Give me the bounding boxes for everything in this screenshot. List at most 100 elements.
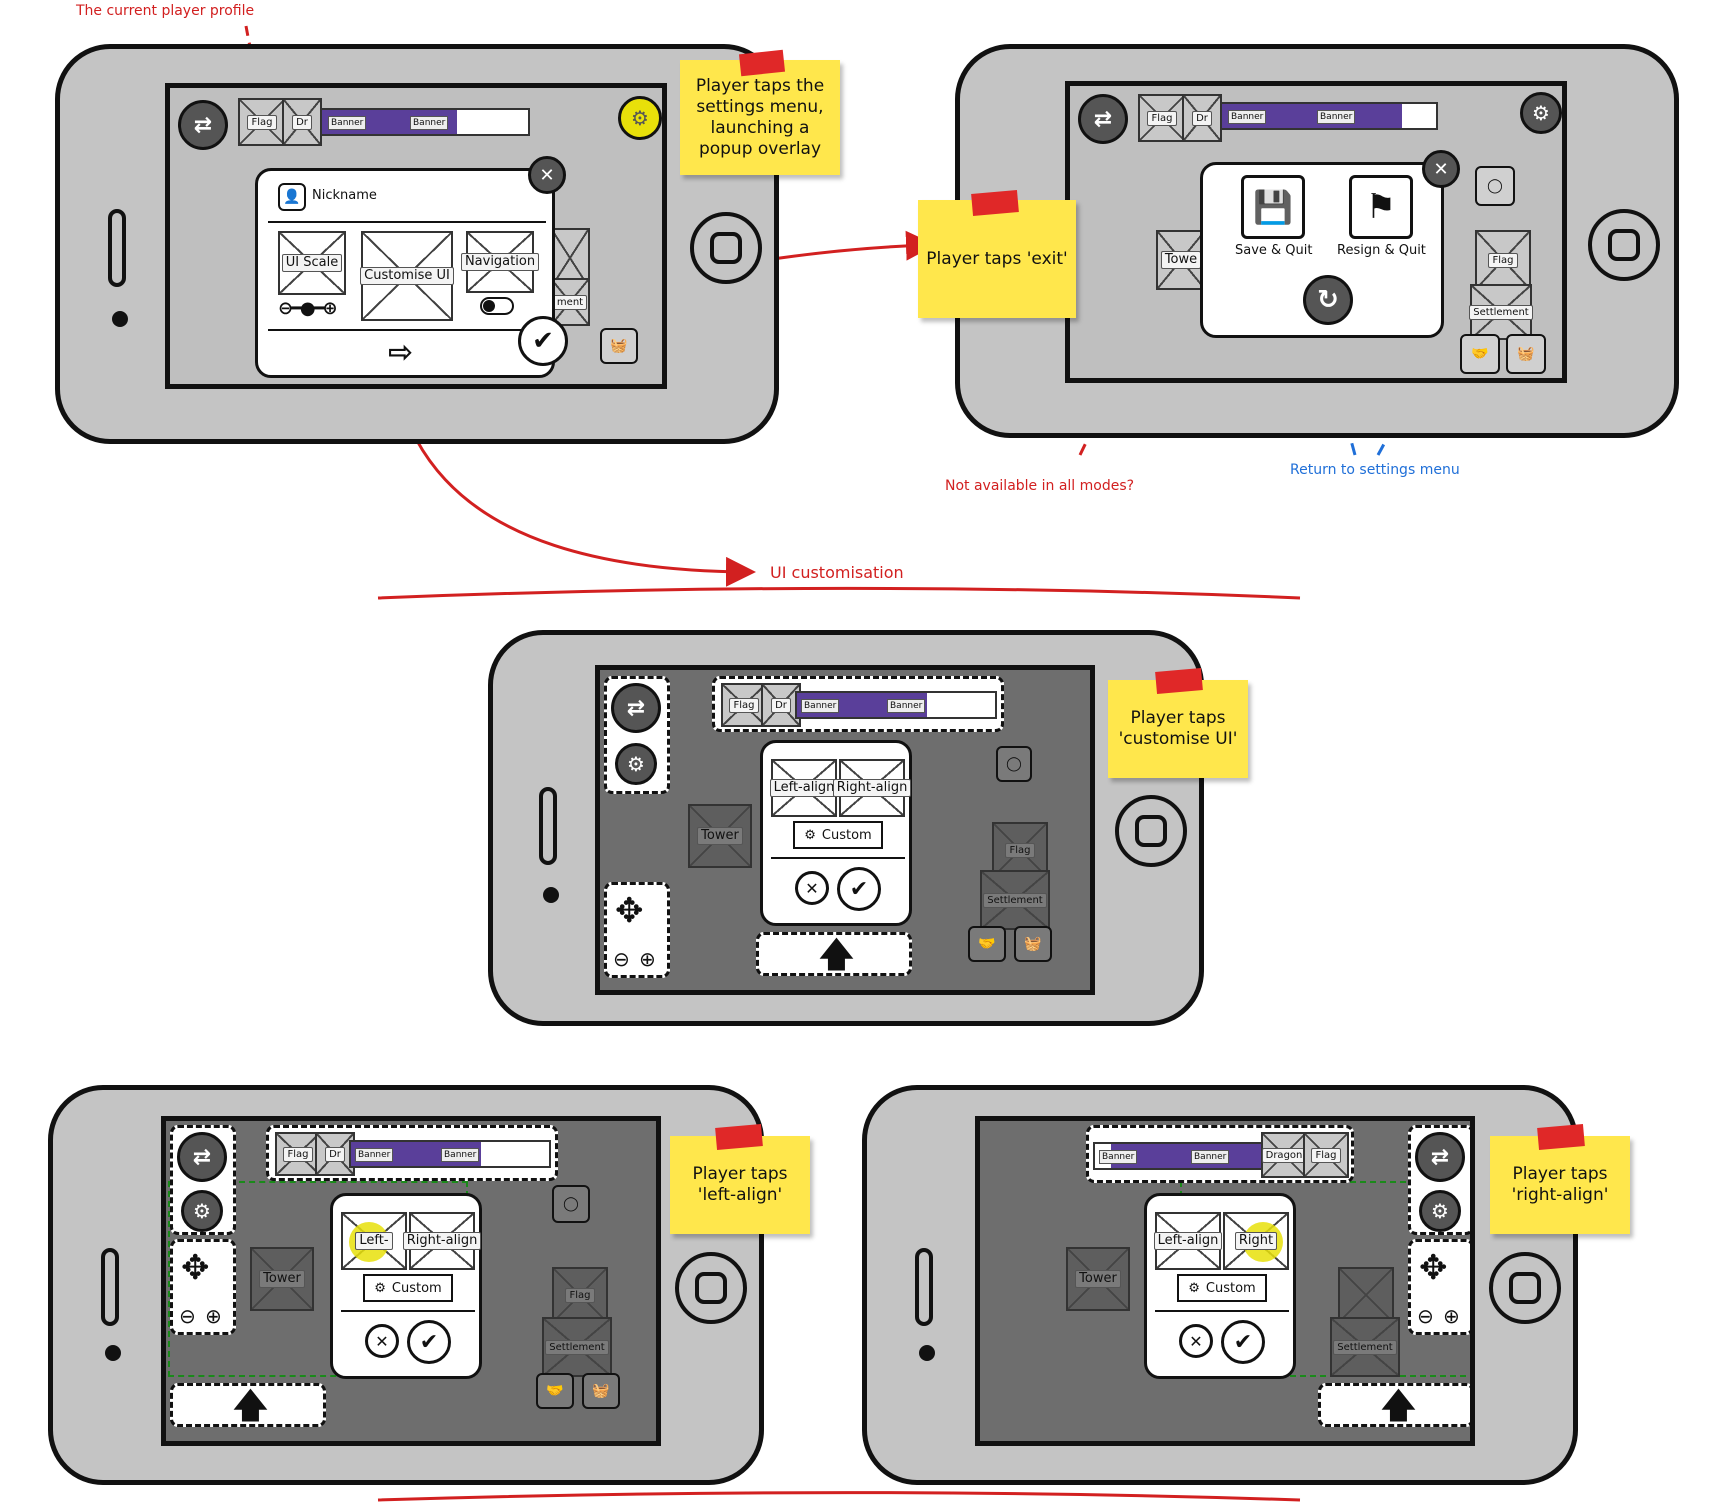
undo-icon[interactable]: ↻ bbox=[1303, 275, 1353, 325]
right-align-option[interactable]: Right-align bbox=[402, 1212, 482, 1270]
check-icon[interactable]: ✔ bbox=[518, 316, 568, 366]
zoom-out-icon[interactable]: ⊖ bbox=[613, 947, 630, 971]
home-button[interactable] bbox=[1489, 1252, 1561, 1324]
swap-icon[interactable]: ⇄ bbox=[177, 1132, 227, 1182]
camera bbox=[112, 311, 128, 327]
navigation-toggle[interactable] bbox=[480, 297, 514, 315]
left-hud-group[interactable]: ⇄ ⚙ bbox=[170, 1125, 236, 1235]
gear-icon[interactable]: ⚙ bbox=[181, 1190, 223, 1232]
flag-slot: Flag bbox=[238, 98, 286, 146]
custom-button[interactable]: ⚙Custom bbox=[363, 1274, 453, 1302]
swap-icon[interactable]: ⇄ bbox=[611, 683, 661, 733]
cancel-icon[interactable]: ✕ bbox=[365, 1324, 399, 1358]
banner-bar: Banner Banner bbox=[1220, 102, 1438, 130]
close-icon[interactable]: ✕ bbox=[528, 156, 566, 194]
right-hud-group[interactable]: ⇄ ⚙ bbox=[1408, 1125, 1470, 1235]
banner-bar: Banner Banner bbox=[320, 108, 530, 136]
gear-icon-highlighted[interactable]: ⚙ bbox=[618, 96, 662, 140]
gear-icon: ⚙ bbox=[804, 827, 816, 843]
dpad-icon[interactable]: ✥ bbox=[181, 1248, 210, 1288]
top-hud-group[interactable]: Flag Dr Banner Banner bbox=[712, 676, 1004, 732]
dpad-group[interactable]: ✥ ⊖ ⊕ bbox=[170, 1239, 236, 1335]
tower-slot: Tower bbox=[688, 804, 752, 868]
check-icon[interactable]: ✔ bbox=[837, 867, 881, 911]
left-align-option[interactable]: Left-align bbox=[769, 759, 839, 817]
right-align-option-selected[interactable]: Right bbox=[1223, 1212, 1289, 1270]
ui-scale-slider[interactable]: ⊖━●━⊕ bbox=[278, 298, 338, 319]
gear-icon[interactable]: ⚙ bbox=[615, 743, 657, 785]
handshake-icon[interactable]: 🤝 bbox=[536, 1373, 574, 1409]
dpad-group[interactable]: ✥ ⊖ ⊕ bbox=[1408, 1239, 1470, 1335]
bottom-tray-group[interactable]: 🡅 bbox=[170, 1383, 326, 1427]
home-button[interactable] bbox=[675, 1252, 747, 1324]
exit-icon[interactable]: ⇨ bbox=[388, 335, 414, 370]
handshake-icon[interactable]: 🤝 bbox=[1460, 334, 1500, 374]
dpad-group[interactable]: ✥ ⊖ ⊕ bbox=[604, 882, 670, 978]
left-align-option[interactable]: Left-align bbox=[1153, 1212, 1223, 1270]
camera bbox=[105, 1345, 121, 1361]
basket-icon[interactable]: 🧺 bbox=[1506, 334, 1546, 374]
return-settings-note: Return to settings menu bbox=[1290, 462, 1460, 478]
flag-slot: Flag bbox=[1138, 94, 1186, 142]
cancel-icon[interactable]: ✕ bbox=[795, 871, 829, 905]
check-icon[interactable]: ✔ bbox=[1221, 1320, 1265, 1364]
swap-icon[interactable]: ⇄ bbox=[1078, 94, 1128, 144]
bottom-tray-group[interactable]: 🡅 bbox=[756, 932, 912, 976]
home-button[interactable] bbox=[1588, 209, 1660, 281]
custom-button[interactable]: ⚙Custom bbox=[1177, 1274, 1267, 1302]
tower-slot: Towe bbox=[1156, 230, 1206, 290]
left-align-option-selected[interactable]: Left- bbox=[341, 1212, 407, 1270]
basket-icon[interactable]: 🧺 bbox=[1014, 926, 1052, 962]
gear-icon: ⚙ bbox=[1188, 1280, 1200, 1296]
stone-icon[interactable]: ◯ bbox=[552, 1185, 590, 1223]
zoom-out-icon[interactable]: ⊖ bbox=[179, 1304, 196, 1328]
save-icon[interactable]: 💾 bbox=[1241, 175, 1305, 239]
swap-icon[interactable]: ⇄ bbox=[178, 100, 228, 150]
up-arrow-icon[interactable]: 🡅 bbox=[1381, 1386, 1416, 1426]
customise-popup: Left- Right-align ⚙Custom ✕ ✔ bbox=[330, 1193, 482, 1379]
gear-icon[interactable]: ⚙ bbox=[1520, 92, 1562, 134]
home-button[interactable] bbox=[1115, 795, 1187, 867]
zoom-in-icon[interactable]: ⊕ bbox=[205, 1304, 222, 1328]
dpad-icon[interactable]: ✥ bbox=[1419, 1248, 1448, 1288]
flag-slot-right bbox=[1338, 1267, 1394, 1323]
banner-bar: Banner Banner bbox=[1093, 1142, 1263, 1170]
up-arrow-icon[interactable]: 🡅 bbox=[819, 935, 854, 975]
customise-ui-option[interactable]: Customise UI bbox=[360, 231, 454, 321]
navigation-option[interactable]: Navigation bbox=[460, 231, 540, 293]
basket-icon[interactable]: 🧺 bbox=[600, 328, 638, 364]
cancel-icon[interactable]: ✕ bbox=[1179, 1324, 1213, 1358]
stone-icon[interactable]: ◯ bbox=[996, 746, 1032, 782]
settings-popup: 👤 Nickname UI Scale ⊖━●━⊕ Customise UI N… bbox=[255, 168, 555, 378]
ui-scale-option[interactable]: UI Scale bbox=[278, 231, 346, 295]
gear-icon[interactable]: ⚙ bbox=[1419, 1190, 1461, 1232]
up-arrow-icon[interactable]: 🡅 bbox=[233, 1386, 268, 1426]
swap-icon[interactable]: ⇄ bbox=[1415, 1132, 1465, 1182]
top-hud-group[interactable]: Banner Banner Dragon Flag bbox=[1086, 1125, 1354, 1183]
phone-right-align: Banner Banner Dragon Flag ⇄ ⚙ ✥ ⊖ ⊕ Towe… bbox=[862, 1085, 1578, 1485]
check-icon[interactable]: ✔ bbox=[407, 1320, 451, 1364]
section-divider-2 bbox=[377, 1491, 1301, 1502]
zoom-out-icon[interactable]: ⊖ bbox=[1417, 1304, 1434, 1328]
dpad-icon[interactable]: ✥ bbox=[615, 891, 644, 931]
flag-icon[interactable]: ⚑ bbox=[1349, 175, 1413, 239]
settlement-slot: Settlement bbox=[1330, 1317, 1400, 1377]
zoom-in-icon[interactable]: ⊕ bbox=[639, 947, 656, 971]
flag-slot-right: Flag bbox=[1475, 230, 1531, 290]
stone-icon[interactable]: ◯ bbox=[1475, 166, 1515, 206]
zoom-in-icon[interactable]: ⊕ bbox=[1443, 1304, 1460, 1328]
basket-icon[interactable]: 🧺 bbox=[582, 1373, 620, 1409]
custom-button[interactable]: ⚙Custom bbox=[793, 821, 883, 849]
left-hud-group[interactable]: ⇄ ⚙ bbox=[604, 676, 670, 794]
home-button[interactable] bbox=[690, 212, 762, 284]
customise-popup: Left-align Right ⚙Custom ✕ ✔ bbox=[1144, 1193, 1296, 1379]
close-icon[interactable]: ✕ bbox=[1422, 150, 1460, 188]
settlement-slot: ment bbox=[550, 278, 590, 326]
tape bbox=[1155, 668, 1203, 694]
right-align-option[interactable]: Right-align bbox=[832, 759, 912, 817]
top-hud-group[interactable]: Flag Dr Banner Banner bbox=[266, 1125, 558, 1181]
handshake-icon[interactable]: 🤝 bbox=[968, 926, 1006, 962]
flag-slot-right: Flag bbox=[552, 1267, 608, 1323]
phone-settings: ⇄ Flag Dr Banner Banner ⚙ ment 🧺 👤 Nickn… bbox=[55, 44, 779, 444]
bottom-tray-group[interactable]: 🡅 bbox=[1318, 1383, 1470, 1427]
